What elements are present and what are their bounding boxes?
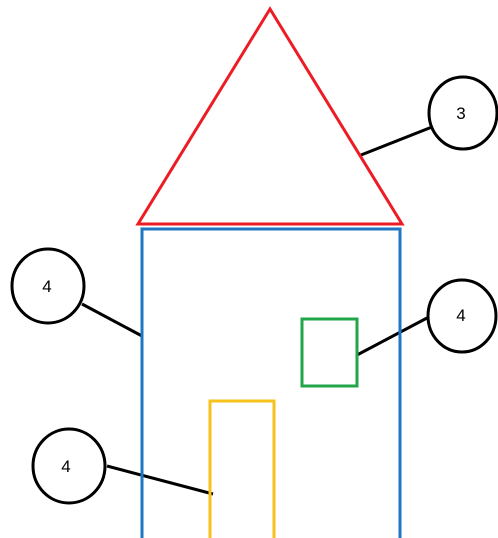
door-callout-label: 4 — [61, 457, 70, 476]
door-callout-circle — [31, 427, 107, 505]
window-leader-line — [356, 316, 428, 357]
door-leader-line — [106, 464, 214, 496]
roof-callout: 3 — [427, 75, 498, 151]
walls-callout: 4 — [10, 247, 86, 325]
walls-leader-line — [81, 302, 143, 338]
door-rect — [208, 399, 276, 538]
door-callout: 4 — [31, 427, 107, 505]
roof-callout-label: 3 — [456, 104, 465, 123]
walls-callout-label: 4 — [42, 277, 51, 296]
window-callout-circle — [426, 278, 498, 354]
roof-triangle — [135, 6, 405, 226]
window-callout: 4 — [426, 278, 498, 354]
roof-callout-circle — [427, 75, 498, 151]
walls-callout-circle — [10, 247, 86, 325]
house-walls-rect — [140, 227, 402, 538]
roof-leader-line — [360, 125, 433, 157]
window-rect — [300, 317, 359, 388]
window-callout-label: 4 — [456, 306, 465, 325]
